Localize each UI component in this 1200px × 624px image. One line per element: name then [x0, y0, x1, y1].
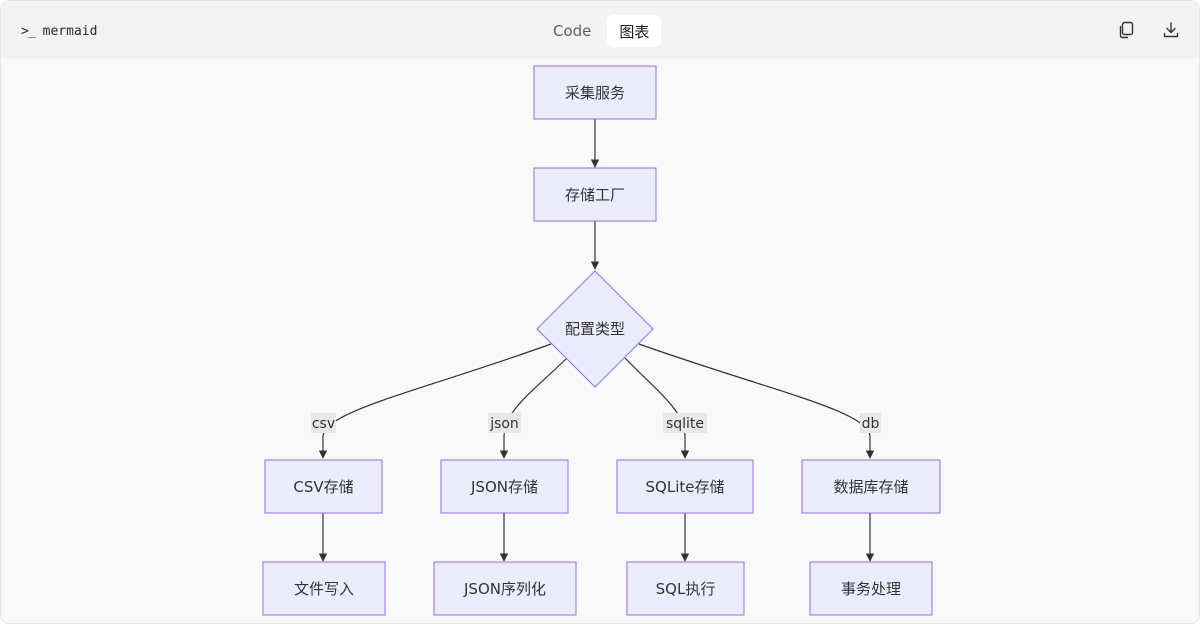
edge-label-db: db [860, 413, 881, 433]
node-factory[interactable]: 存储工厂 [533, 167, 657, 222]
terminal-icon: >_ [21, 23, 36, 39]
download-button[interactable] [1160, 19, 1182, 41]
node-serialize[interactable]: JSON序列化 [433, 561, 577, 616]
svg-text:db: db [862, 416, 880, 432]
svg-text:csv: csv [312, 416, 335, 432]
edge-config-csv [318, 343, 552, 459]
edge-label-sqlite: sqlite [663, 413, 707, 433]
svg-text:事务处理: 事务处理 [841, 580, 901, 598]
edge-config-json [499, 357, 568, 459]
download-icon [1163, 22, 1179, 38]
svg-text:CSV存储: CSV存储 [293, 478, 353, 496]
node-write[interactable]: 文件写入 [262, 561, 386, 616]
node-tx[interactable]: 事务处理 [809, 561, 933, 616]
svg-text:文件写入: 文件写入 [294, 580, 354, 598]
node-db[interactable]: 数据库存储 [801, 459, 941, 514]
language-name: mermaid [42, 23, 98, 39]
svg-text:采集服务: 采集服务 [565, 84, 625, 102]
node-sqlite[interactable]: SQLite存储 [616, 459, 754, 514]
svg-text:配置类型: 配置类型 [565, 320, 625, 338]
svg-text:JSON序列化: JSON序列化 [463, 580, 546, 598]
node-json[interactable]: JSON存储 [440, 459, 569, 514]
svg-text:sqlite: sqlite [666, 416, 704, 432]
edge-config-db [638, 343, 875, 459]
svg-text:数据库存储: 数据库存储 [833, 478, 908, 496]
copy-icon [1119, 21, 1134, 39]
node-csv[interactable]: CSV存储 [264, 459, 383, 514]
copy-button[interactable] [1115, 19, 1137, 41]
code-block-header: >_ mermaid Code 图表 [1, 1, 1199, 59]
tab-code[interactable]: Code [553, 22, 592, 40]
svg-text:json: json [489, 416, 519, 432]
language-label: >_ mermaid [21, 22, 97, 40]
svg-text:SQL执行: SQL执行 [656, 580, 716, 598]
node-collect[interactable]: 采集服务 [533, 65, 657, 120]
svg-text:SQLite存储: SQLite存储 [646, 478, 725, 496]
view-tabs: Code 图表 [541, 15, 662, 47]
svg-text:存储工厂: 存储工厂 [565, 186, 625, 204]
edge-label-csv: csv [311, 413, 336, 433]
flowchart: csv json sqlite db 采集服务 存储工厂 配置类型 [262, 65, 941, 616]
node-config[interactable]: 配置类型 [536, 270, 654, 388]
edge-label-json: json [488, 413, 521, 433]
node-sqlexec[interactable]: SQL执行 [626, 561, 745, 616]
edge-config-sqlite [624, 357, 690, 459]
tab-diagram[interactable]: 图表 [607, 15, 662, 47]
svg-text:JSON存储: JSON存储 [470, 478, 538, 496]
